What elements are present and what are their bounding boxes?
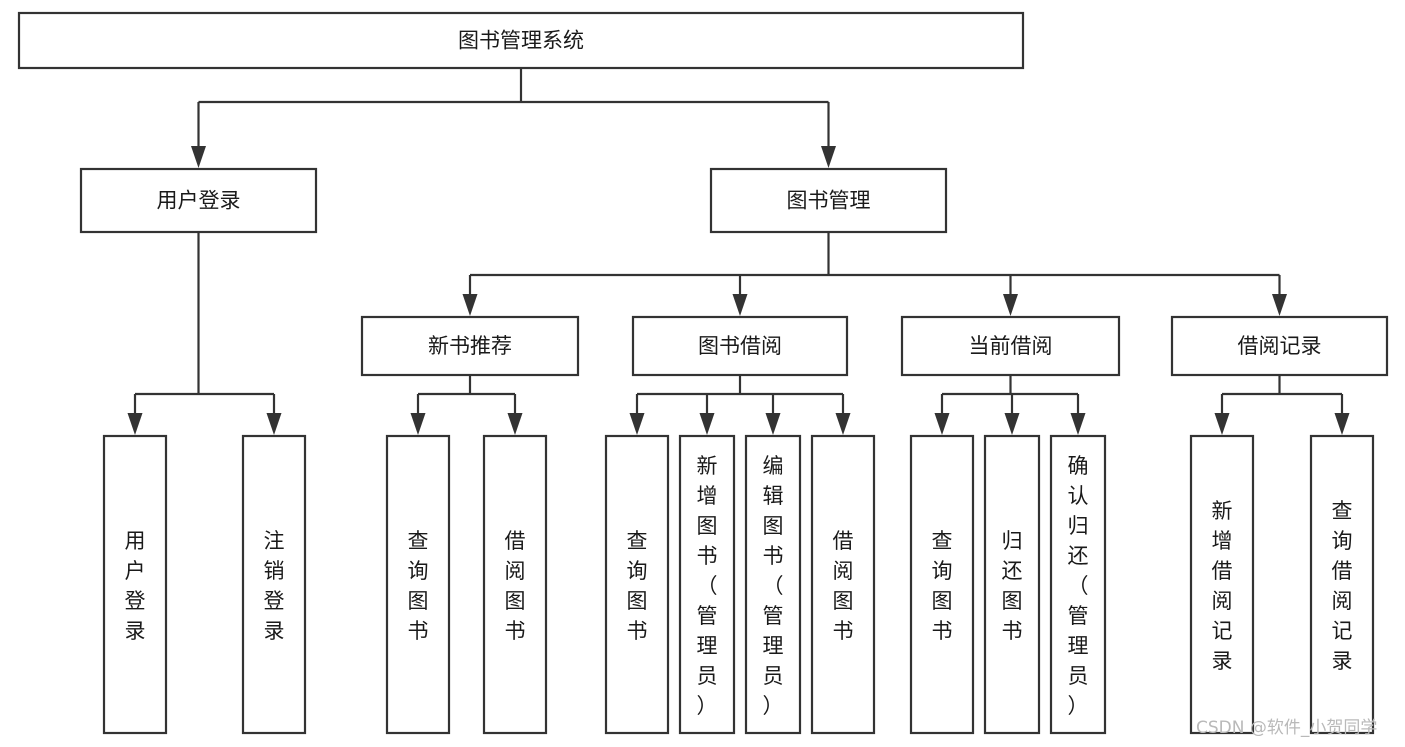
node-leaf-cur-query-book[interactable]: 查询图书: [909, 434, 975, 735]
node-box: [1049, 434, 1107, 735]
node-box: [79, 167, 318, 234]
connector-layer: [127, 68, 1350, 435]
node-book-manage[interactable]: 图书管理: [709, 167, 948, 234]
node-label: 注销登录: [264, 529, 285, 643]
node-label: 查询图书: [408, 529, 429, 643]
arrow-head-icon: [462, 294, 478, 316]
node-label: 编辑图书（管理员）: [763, 454, 784, 718]
node-label: 图书借阅: [698, 334, 782, 358]
node-label: 当前借阅: [969, 334, 1053, 358]
node-label: 新书推荐: [428, 334, 512, 358]
node-box: [102, 434, 168, 735]
node-box: [810, 434, 876, 735]
node-leaf-cur-confirm-return[interactable]: 确认归还（管理员）: [1049, 434, 1107, 735]
node-box: [1170, 315, 1389, 377]
node-user-login[interactable]: 用户登录: [79, 167, 318, 234]
node-label: 查询图书: [932, 529, 953, 643]
arrow-head-icon: [410, 413, 426, 435]
node-label: 借阅图书: [505, 529, 526, 643]
node-box: [604, 434, 670, 735]
connector-group-borrow-record: [1214, 375, 1350, 435]
node-layer: 图书管理系统用户登录图书管理新书推荐图书借阅当前借阅借阅记录用户登录注销登录查询…: [17, 11, 1389, 735]
node-label: 确认归还（管理员）: [1068, 454, 1089, 718]
node-label: 新增图书（管理员）: [697, 454, 718, 718]
node-label: 新增借阅记录: [1212, 499, 1233, 673]
arrow-head-icon: [1214, 413, 1230, 435]
arrow-head-icon: [1004, 413, 1020, 435]
node-label: 图书管理: [787, 189, 871, 213]
node-box: [241, 434, 307, 735]
connector-group-root: [191, 68, 836, 168]
node-box: [1189, 434, 1255, 735]
arrow-head-icon: [1272, 294, 1287, 316]
node-box: [482, 434, 548, 735]
arrow-head-icon: [191, 146, 206, 168]
node-box: [631, 315, 849, 377]
node-leaf-user-logout[interactable]: 注销登录: [241, 434, 307, 735]
arrow-head-icon: [835, 413, 851, 435]
node-box: [909, 434, 975, 735]
node-label: 借阅记录: [1238, 334, 1322, 358]
node-box: [360, 315, 580, 377]
arrow-head-icon: [821, 146, 836, 168]
connector-group-book-borrow: [629, 375, 851, 435]
node-box: [678, 434, 736, 735]
arrow-head-icon: [934, 413, 950, 435]
node-box: [17, 11, 1025, 70]
node-box: [744, 434, 802, 735]
arrow-head-icon: [629, 413, 645, 435]
node-box: [709, 167, 948, 234]
node-book-borrow[interactable]: 图书借阅: [631, 315, 849, 377]
node-current-borrow[interactable]: 当前借阅: [900, 315, 1121, 377]
node-leaf-bor-add-book[interactable]: 新增图书（管理员）: [678, 434, 736, 735]
node-label: 查询借阅记录: [1332, 499, 1353, 673]
connector-group-user-login: [127, 232, 282, 435]
node-box: [1309, 434, 1375, 735]
node-leaf-rec-borrow-book[interactable]: 借阅图书: [482, 434, 548, 735]
watermark-text: CSDN @软件_小贺同学: [1196, 718, 1377, 738]
connector-group-current-borrow: [934, 375, 1086, 435]
arrow-head-icon: [765, 413, 781, 435]
node-leaf-rec-query-record[interactable]: 查询借阅记录: [1309, 434, 1375, 735]
node-leaf-bor-borrow-book[interactable]: 借阅图书: [810, 434, 876, 735]
node-box: [385, 434, 451, 735]
node-label: 查询图书: [627, 529, 648, 643]
node-leaf-user-login[interactable]: 用户登录: [102, 434, 168, 735]
node-label: 用户登录: [125, 529, 146, 643]
node-leaf-bor-query-book[interactable]: 查询图书: [604, 434, 670, 735]
node-borrow-record[interactable]: 借阅记录: [1170, 315, 1389, 377]
arrow-head-icon: [699, 413, 715, 435]
node-label: 归还图书: [1002, 529, 1023, 643]
arrow-head-icon: [1334, 413, 1350, 435]
connector-group-book-manage: [462, 232, 1287, 316]
node-label: 借阅图书: [833, 529, 854, 643]
node-leaf-bor-edit-book[interactable]: 编辑图书（管理员）: [744, 434, 802, 735]
arrow-head-icon: [1003, 294, 1018, 316]
node-label: 图书管理系统: [458, 29, 584, 53]
node-label: 用户登录: [157, 189, 241, 213]
connector-group-new-book-recommend: [410, 375, 523, 435]
node-box: [983, 434, 1041, 735]
node-root[interactable]: 图书管理系统: [17, 11, 1025, 70]
node-new-book-recommend[interactable]: 新书推荐: [360, 315, 580, 377]
arrow-head-icon: [732, 294, 748, 316]
node-box: [900, 315, 1121, 377]
arrow-head-icon: [507, 413, 523, 435]
node-leaf-rec-add-record[interactable]: 新增借阅记录: [1189, 434, 1255, 735]
arrow-head-icon: [1070, 413, 1086, 435]
node-leaf-cur-return-book[interactable]: 归还图书: [983, 434, 1041, 735]
arrow-head-icon: [127, 413, 143, 435]
arrow-head-icon: [266, 413, 282, 435]
node-leaf-rec-query-book[interactable]: 查询图书: [385, 434, 451, 735]
